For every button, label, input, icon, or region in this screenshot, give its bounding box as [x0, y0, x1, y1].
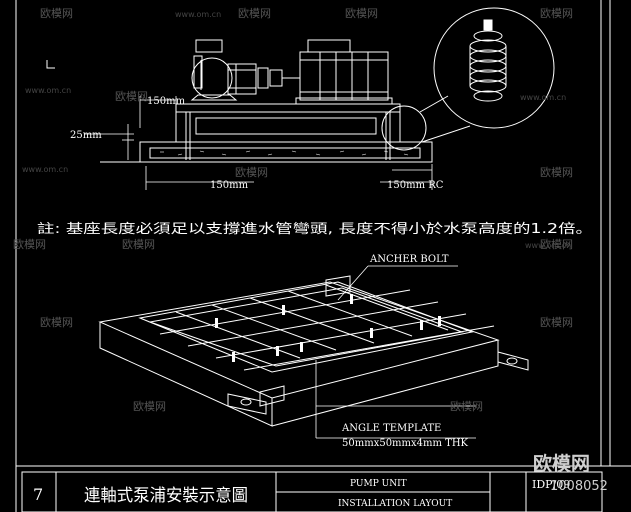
- dim-bottom-150-rc: 150mm RC: [387, 180, 444, 191]
- watermark-brand: 欧模网: [235, 166, 268, 179]
- dim-top-150: 150mm: [147, 96, 186, 107]
- watermark-url: www.om.cn: [22, 165, 68, 174]
- watermark-brand: 欧模网: [540, 7, 573, 20]
- watermark-brand: 欧模网: [238, 7, 271, 20]
- watermark-url: www.om.cn: [25, 86, 71, 95]
- watermark-brand: 欧模网: [133, 400, 166, 413]
- watermark-brand: 欧模网: [540, 238, 573, 251]
- drawing-title-en-2: INSTALLATION LAYOUT: [338, 499, 452, 509]
- watermark-brand: 欧模网: [540, 316, 573, 329]
- drawing-title-zh: 連軸式泵浦安裝示意圖: [84, 486, 248, 506]
- drawing-code: IDP/09: [532, 478, 570, 491]
- label-angle-template: ANGLE TEMPLATE: [341, 423, 441, 434]
- concrete-hatch: [160, 150, 409, 156]
- label-angle-spec: 50mmx50mmx4mm THK: [342, 438, 469, 449]
- drawing-number: 7: [33, 485, 43, 504]
- corner-marker: [46, 60, 55, 69]
- isometric-base-frame: [98, 275, 529, 427]
- dim-bottom-150: 150mm: [210, 180, 249, 191]
- label-anchor-bolt: ANCHER BOLT: [369, 254, 449, 265]
- dim-height-25: 25mm: [70, 130, 102, 141]
- watermark-brand: 欧模网: [345, 7, 378, 20]
- drawing-frame: [15, 0, 631, 512]
- watermark-brand: 欧模网: [40, 316, 73, 329]
- watermark-url: www.om.cn: [525, 241, 571, 250]
- pump-elevation: [100, 39, 433, 163]
- watermark-layer: 欧模网 欧模网 欧模网 欧模网 www.om.cn 欧模网 www.om.cn …: [13, 7, 573, 413]
- watermark-brand: 欧模网: [40, 7, 73, 20]
- anchor-bolt-markers: [215, 294, 441, 362]
- watermark-id: 1008052: [550, 479, 608, 494]
- leader-lines: [315, 265, 476, 439]
- detail-callout: [381, 7, 555, 151]
- watermark-url: www.om.cn: [520, 93, 566, 102]
- dimension-lines: [84, 96, 433, 190]
- watermark-url: www.om.cn: [175, 10, 221, 19]
- drawing-title-en-1: PUMP UNIT: [350, 479, 407, 489]
- watermark-brand: 欧模网: [13, 238, 46, 251]
- title-block: [21, 471, 603, 512]
- watermark-brand: 欧模网: [540, 166, 573, 179]
- watermark-brand: 欧模网: [115, 90, 148, 103]
- installation-note: 註: 基座長度必須足以支撐進水管彎頭, 長度不得小於水泵高度的1.2倍。: [37, 221, 593, 237]
- watermark-brand: 欧模网: [450, 400, 483, 413]
- watermark-brand: 欧模网: [122, 238, 155, 251]
- watermark-big-brand: 欧模网: [533, 452, 590, 475]
